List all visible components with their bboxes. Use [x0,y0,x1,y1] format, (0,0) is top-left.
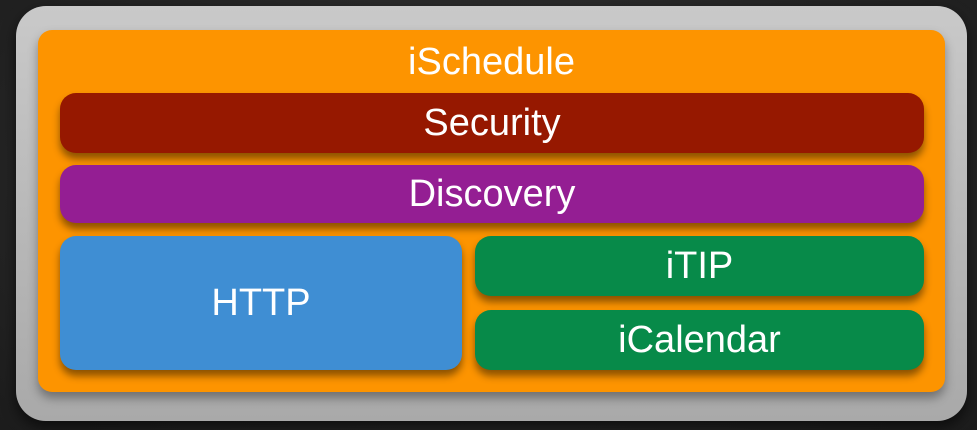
ischedule-label: iSchedule [408,41,575,83]
itip-label: iTIP [665,244,734,287]
discovery-label: Discovery [408,172,576,215]
security-label: Security [423,101,561,144]
discovery-block: Discovery [60,165,924,223]
ischedule-block: iSchedule Security Discovery HTTP iTIP i… [38,30,945,392]
http-block: HTTP [60,236,462,370]
security-block: Security [60,93,924,153]
icalendar-block: iCalendar [475,310,924,370]
itip-block: iTIP [475,236,924,296]
http-label: HTTP [211,281,311,324]
icalendar-label: iCalendar [618,318,781,361]
